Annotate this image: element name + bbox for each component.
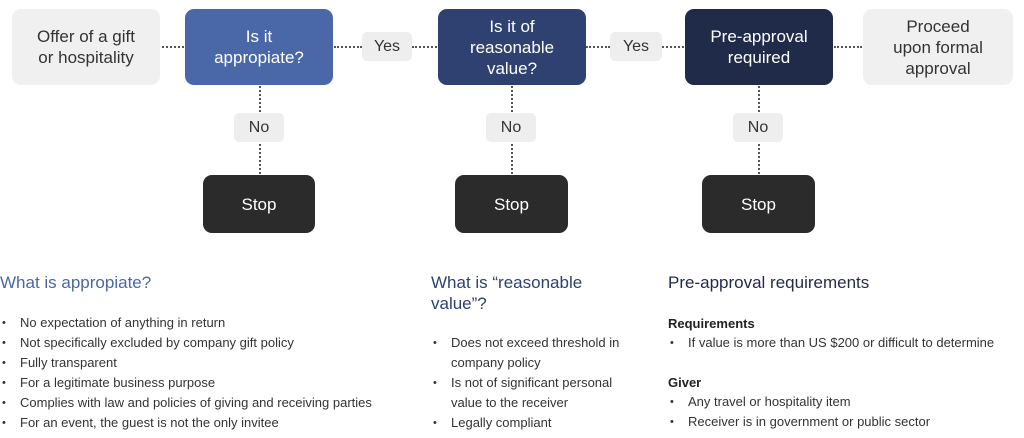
stop-box-3: Stop — [702, 175, 815, 233]
giver-list: Any travel or hospitality item Receiver … — [668, 392, 1024, 432]
reasonable-value-list: Does not exceed threshold in company pol… — [431, 333, 641, 433]
yes-label-1: Yes — [362, 32, 412, 61]
connector-q3-proceed — [834, 46, 862, 48]
list-item: No expectation of anything in return — [0, 313, 410, 333]
list-item: Is not of significant personal value to … — [431, 373, 641, 413]
no-label-3: No — [733, 113, 783, 142]
connector-yes2-q3 — [662, 46, 684, 48]
pre-approval-section-title: Pre-approval requirements — [668, 273, 870, 292]
appropriate-list: No expectation of anything in return Not… — [0, 313, 410, 433]
proceed-box: Proceed upon formal approval — [863, 9, 1013, 85]
connector-no2-stop2 — [511, 144, 513, 174]
giver-heading: Giver — [668, 375, 702, 390]
list-item: If value is more than US $200 or difficu… — [668, 333, 1024, 353]
stop-box-2: Stop — [455, 175, 568, 233]
pre-approval-box: Pre-approval required — [685, 9, 833, 85]
connector-yes1-q2 — [412, 46, 437, 48]
reasonable-value-question-box: Is it of reasonable value? — [438, 9, 586, 85]
no-label-2: No — [486, 113, 536, 142]
list-item: Does not exceed threshold in company pol… — [431, 333, 641, 373]
list-item: Legally compliant — [431, 413, 641, 433]
appropriate-question-box: Is it appropiate? — [185, 9, 333, 85]
list-item: Complies with law and policies of giving… — [0, 393, 410, 413]
connector-offer-q1 — [162, 46, 184, 48]
list-item: For a legitimate business purpose — [0, 373, 410, 393]
connector-q2-yes2 — [586, 46, 610, 48]
list-item: Not specifically excluded by company gif… — [0, 333, 410, 353]
no-label-1: No — [234, 113, 284, 142]
list-item: For an event, the guest is not the only … — [0, 413, 410, 433]
connector-q1-yes1 — [334, 46, 362, 48]
stop-box-1: Stop — [203, 175, 315, 233]
yes-label-2: Yes — [610, 32, 662, 61]
list-item: Any travel or hospitality item — [668, 392, 1024, 412]
connector-q3-no3 — [758, 86, 760, 112]
requirements-list: If value is more than US $200 or difficu… — [668, 333, 1024, 353]
reasonable-value-section-title: What is “reasonable value”? — [431, 273, 583, 313]
list-item: Fully transparent — [0, 353, 410, 373]
connector-q2-no2 — [511, 86, 513, 112]
offer-box: Offer of a gift or hospitality — [12, 9, 160, 85]
connector-q1-no1 — [259, 86, 261, 112]
requirements-heading: Requirements — [668, 316, 755, 331]
appropriate-section-title: What is appropiate? — [0, 273, 152, 292]
connector-no3-stop3 — [758, 144, 760, 174]
list-item: Receiver is in government or public sect… — [668, 412, 1024, 432]
connector-no1-stop1 — [259, 144, 261, 174]
